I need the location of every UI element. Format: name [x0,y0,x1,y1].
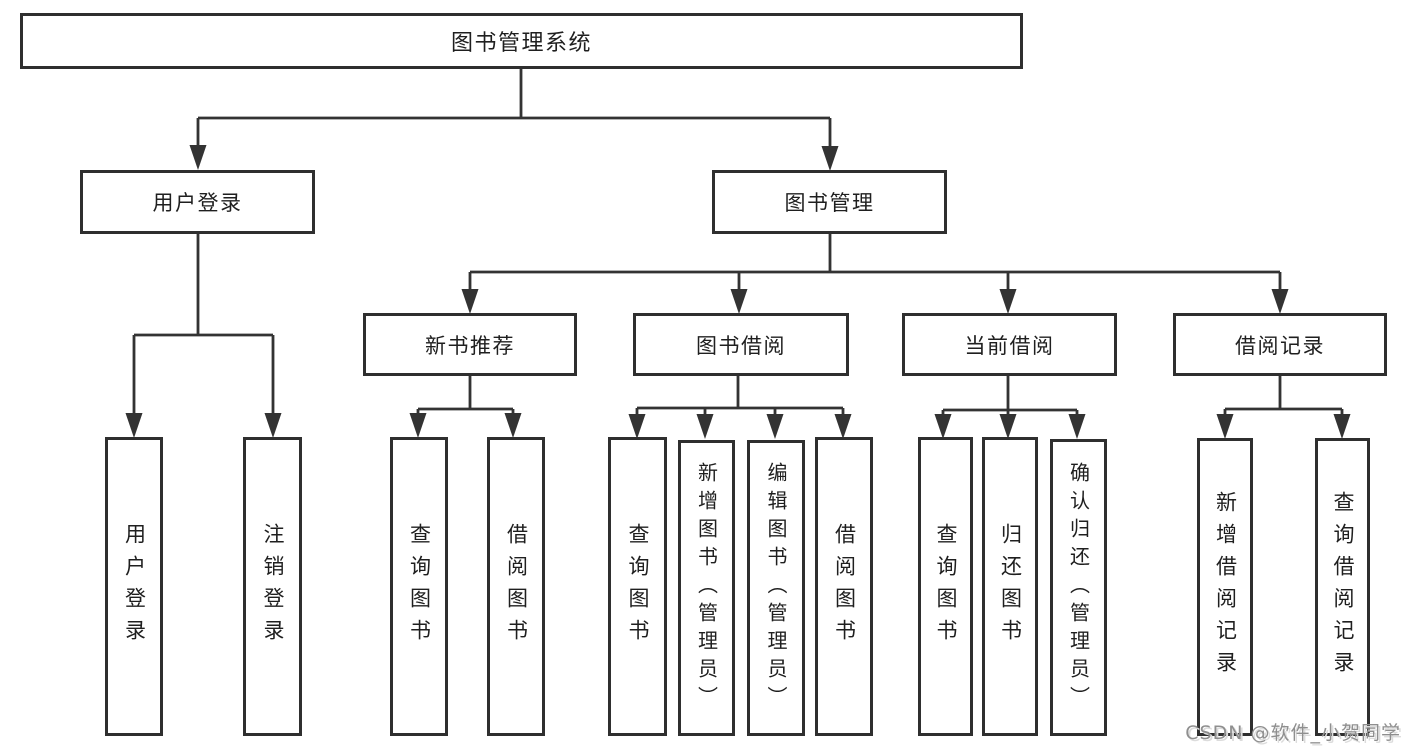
node-label: 用户登录 [122,522,147,651]
leaf-query-books-current: 查询图书 [918,437,973,736]
leaf-user-login: 用户登录 [105,437,163,736]
node-label: 新书推荐 [425,333,515,358]
node-book-management: 图书管理 [712,170,947,234]
node-new-book-recommend: 新书推荐 [363,313,577,376]
node-library-management-system: 图书管理系统 [20,13,1023,69]
node-label: 借阅图书 [832,522,857,651]
node-label: 图书管理系统 [450,31,592,56]
leaf-borrow-books-borrow: 借阅图书 [815,437,873,736]
node-label: 查询图书 [934,522,958,651]
node-label: 编辑图书（管理员） [764,462,788,714]
leaf-add-borrow-record: 新增借阅记录 [1197,438,1253,736]
csdn-watermark: CSDN @软件_小贺同学 [1185,722,1401,744]
node-label: 图书借阅 [696,333,786,358]
node-label: 借阅记录 [1235,333,1325,358]
node-user-login: 用户登录 [80,170,315,234]
node-current-borrowing: 当前借阅 [902,313,1117,376]
node-label: 借阅图书 [504,522,529,651]
node-label: 用户登录 [152,191,243,215]
leaf-query-books-recommend: 查询图书 [390,437,448,736]
node-label: 新增图书（管理员） [694,462,719,714]
node-label: 图书管理 [784,191,875,215]
node-label: 查询借阅记录 [1331,491,1355,683]
node-label: 归还图书 [998,522,1023,651]
leaf-confirm-return-admin: 确认归还（管理员） [1050,439,1107,736]
leaf-query-borrow-record: 查询借阅记录 [1315,438,1370,736]
leaf-query-books-borrow: 查询图书 [608,437,667,736]
leaf-borrow-books-recommend: 借阅图书 [487,437,545,736]
node-label: 当前借阅 [964,333,1055,358]
node-borrow-records: 借阅记录 [1173,313,1387,376]
node-book-borrowing: 图书借阅 [633,313,849,376]
leaf-edit-book-admin: 编辑图书（管理员） [747,440,805,736]
leaf-return-book: 归还图书 [982,437,1038,736]
node-label: 查询图书 [407,522,432,651]
leaf-logout: 注销登录 [243,437,302,736]
node-label: 确认归还（管理员） [1066,461,1091,714]
leaf-add-book-admin: 新增图书（管理员） [678,440,735,736]
node-label: 注销登录 [261,522,285,651]
node-label: 查询图书 [626,522,650,651]
node-label: 新增借阅记录 [1213,491,1238,683]
